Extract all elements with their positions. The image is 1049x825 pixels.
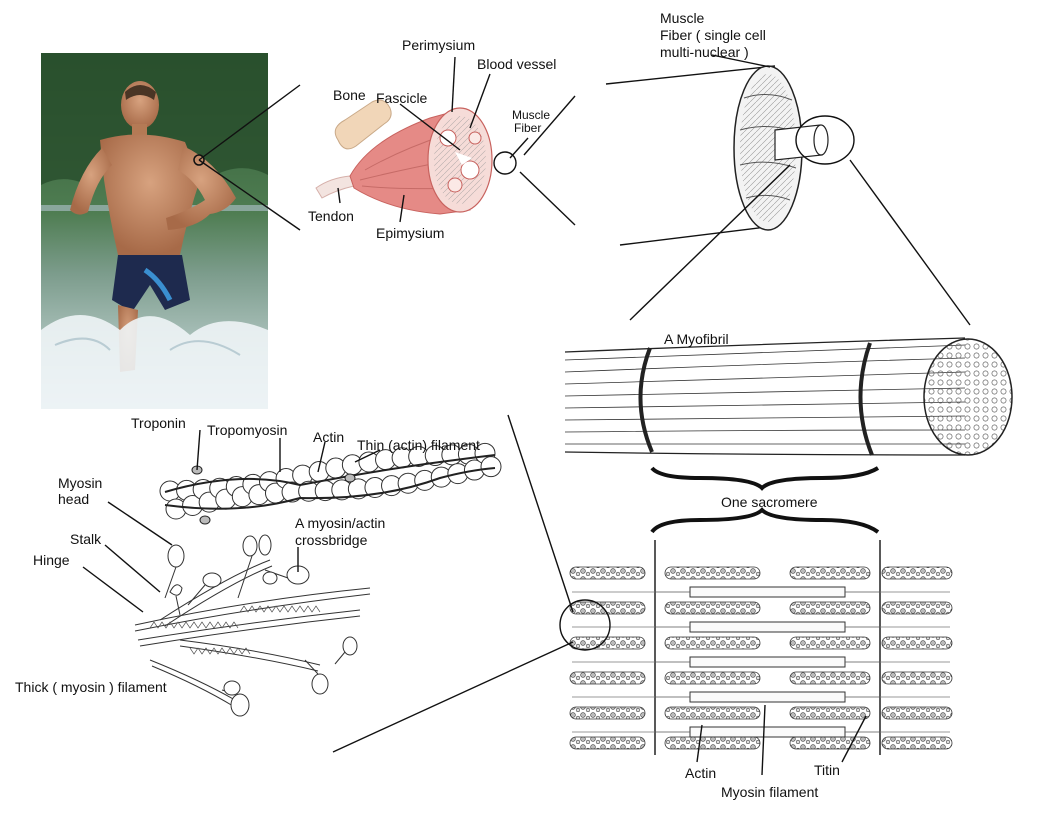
actin-strand	[569, 601, 646, 615]
label-crossbridge-1: A myosin/actin	[295, 515, 385, 531]
actin-strand	[789, 566, 871, 580]
actin-strand	[664, 636, 761, 650]
label-bone: Bone	[333, 87, 366, 103]
molecular-leaders	[82, 429, 867, 776]
sarcomere-brace-top	[650, 466, 880, 491]
label-myosin-head-2: head	[58, 491, 89, 507]
label-muscle-fiber-small-1: Muscle	[512, 108, 550, 122]
actin-strand	[881, 706, 953, 720]
actin-strand	[664, 706, 761, 720]
label-thick-filament: Thick ( myosin ) filament	[15, 679, 167, 695]
actin-strand	[569, 671, 646, 685]
label-myosin-head-1: Myosin	[58, 475, 102, 491]
label-fascicle: Fascicle	[376, 90, 428, 106]
label-perimysium: Perimysium	[402, 37, 475, 53]
troponin-complex	[199, 515, 211, 525]
runner-photo	[41, 53, 268, 409]
label-muscle-fiber-3: multi-nuclear )	[660, 44, 749, 60]
troponin-complex	[344, 473, 356, 483]
whole-muscle-illustration	[315, 99, 517, 215]
actin-strand	[664, 736, 761, 750]
label-stalk: Stalk	[70, 531, 102, 547]
actin-strand	[881, 601, 953, 615]
actin-strand	[789, 736, 871, 750]
muscle-fiber-marker	[493, 151, 517, 175]
label-tendon: Tendon	[308, 208, 354, 224]
label-hinge: Hinge	[33, 552, 70, 568]
bone-shape	[334, 99, 392, 150]
actin-strand	[569, 566, 646, 580]
myofibril-marker	[795, 115, 855, 165]
myosin-filament	[689, 691, 846, 703]
label-actin-top: Actin	[313, 429, 344, 445]
muscle-fiber-illustration	[733, 65, 855, 231]
label-titin: Titin	[814, 762, 840, 778]
label-epimysium: Epimysium	[376, 225, 444, 241]
myosin-filament	[689, 621, 846, 633]
myosin-filament	[689, 586, 846, 598]
label-crossbridge-2: crossbridge	[295, 532, 368, 548]
label-muscle-fiber-1: Muscle	[660, 10, 705, 26]
actin-strand	[789, 636, 871, 650]
actin-strand	[881, 636, 953, 650]
thick-filament-illustration	[134, 534, 371, 717]
labels: Perimysium Blood vessel Bone Fascicle Mu…	[15, 10, 840, 800]
actin-strand	[569, 636, 646, 650]
label-one-sarcomere: One sacromere	[721, 494, 818, 510]
myofibril-illustration	[564, 337, 1013, 456]
label-troponin: Troponin	[131, 415, 186, 431]
tropomyosin-strand	[164, 467, 496, 510]
sarcomere-brace-bottom	[650, 507, 880, 534]
actin-strand	[789, 601, 871, 615]
actin-strand	[881, 671, 953, 685]
actin-strand	[881, 566, 953, 580]
actin-strand	[789, 706, 871, 720]
sarcomere-detail-marker	[559, 599, 611, 651]
actin-strand	[664, 566, 761, 580]
actin-strand	[569, 706, 646, 720]
actin-strand	[664, 671, 761, 685]
label-myofibril: A Myofibril	[664, 331, 729, 347]
label-blood-vessel: Blood vessel	[477, 56, 556, 72]
actin-bead	[480, 456, 502, 478]
label-tropomyosin: Tropomyosin	[207, 422, 287, 438]
runner-figure	[70, 81, 236, 372]
label-actin-bottom: Actin	[685, 765, 716, 781]
sarcomere-illustration	[559, 540, 953, 755]
actin-strand	[664, 601, 761, 615]
label-muscle-fiber-2: Fiber ( single cell	[660, 27, 766, 43]
thin-filament-illustration	[159, 442, 502, 525]
actin-strand	[881, 736, 953, 750]
label-thin-filament: Thin (actin) filament	[357, 437, 480, 453]
myofibril-cross-section	[923, 338, 1013, 456]
actin-strand	[569, 736, 646, 750]
myosin-filament	[689, 726, 846, 738]
myosin-filament	[689, 656, 846, 668]
label-muscle-fiber-small-2: Fiber	[514, 121, 541, 135]
label-myosin-filament: Myosin filament	[721, 784, 818, 800]
biceps-marker	[193, 154, 205, 166]
actin-strand	[789, 671, 871, 685]
